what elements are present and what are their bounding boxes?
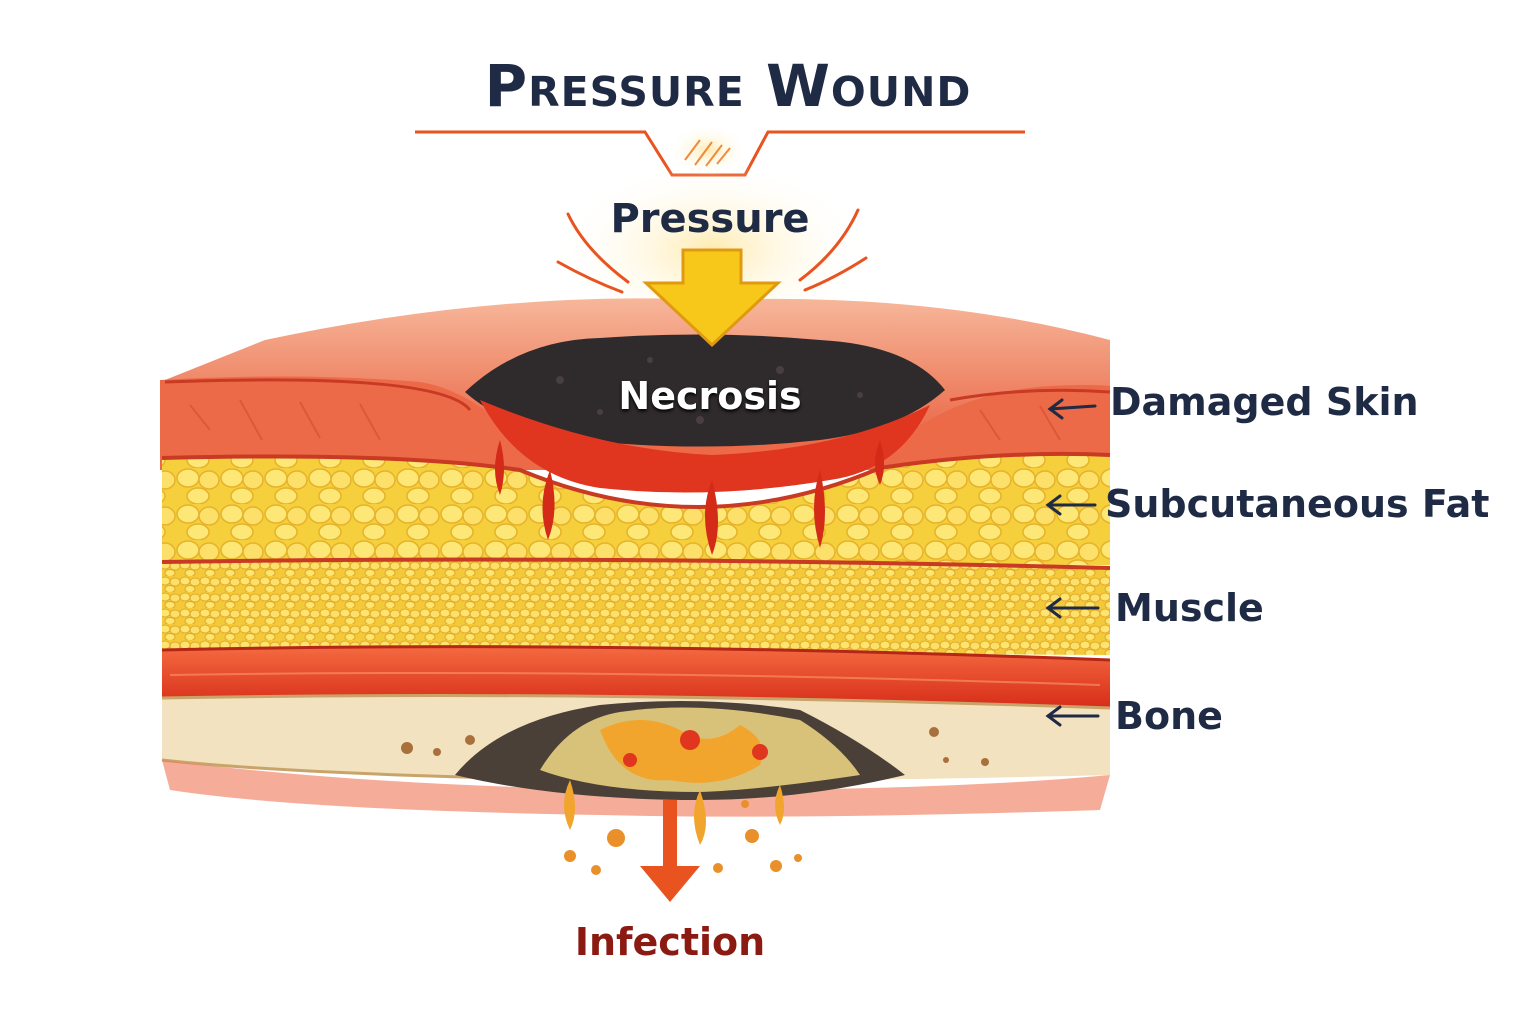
label-bone: Bone [1115, 694, 1223, 738]
label-muscle: Muscle [1115, 586, 1264, 630]
necrosis-wound [465, 334, 945, 555]
label-arrows [1045, 398, 1100, 727]
bone-infection [455, 701, 905, 875]
pressure-arrow [642, 248, 782, 348]
arrow-subcutaneous-fat [1045, 494, 1097, 516]
infection-label: Infection [574, 920, 766, 964]
label-damaged-skin: Damaged Skin [1110, 380, 1419, 424]
pressure-label: Pressure [610, 196, 810, 242]
page-title: Pressure Wound [484, 52, 972, 120]
arrow-bone [1045, 705, 1100, 727]
arrow-muscle [1045, 597, 1100, 619]
necrosis-label: Necrosis [618, 374, 802, 418]
label-subcutaneous-fat: Subcutaneous Fat [1105, 482, 1490, 526]
infection-arrow [640, 800, 700, 902]
arrow-damaged-skin [1047, 398, 1097, 420]
